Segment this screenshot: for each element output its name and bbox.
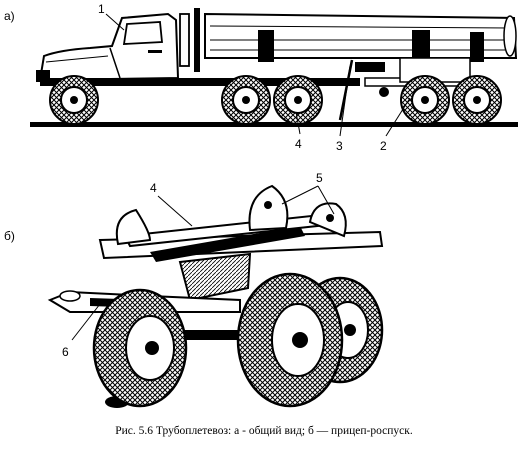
dolly-wheels <box>92 272 384 408</box>
callout-1: 1 <box>98 2 105 16</box>
truck-cab <box>36 8 360 86</box>
pipe-bundle <box>204 12 518 64</box>
callout-5: 5 <box>316 171 323 185</box>
callout-4-b: 4 <box>150 181 157 195</box>
figure-caption: Рис. 5.6 Трубоплетевоз: а - общий вид; б… <box>115 425 413 437</box>
trailer-wheels <box>400 75 502 125</box>
panel-a-drawing: а) <box>4 2 518 153</box>
panel-b-drawing: б) <box>4 171 384 408</box>
trailer-top-frame <box>98 184 384 302</box>
panel-b-label: б) <box>4 229 15 243</box>
callout-2: 2 <box>380 139 387 153</box>
truck-wheels <box>49 75 323 125</box>
callout-3: 3 <box>336 139 343 153</box>
panel-a-label: а) <box>4 9 15 23</box>
callout-4-a: 4 <box>295 137 302 151</box>
ground-line <box>30 122 518 127</box>
callout-6: 6 <box>62 345 69 359</box>
callouts-panel-b: 4 5 6 <box>62 171 335 359</box>
callouts-panel-a: 1 4 3 2 <box>98 2 411 153</box>
